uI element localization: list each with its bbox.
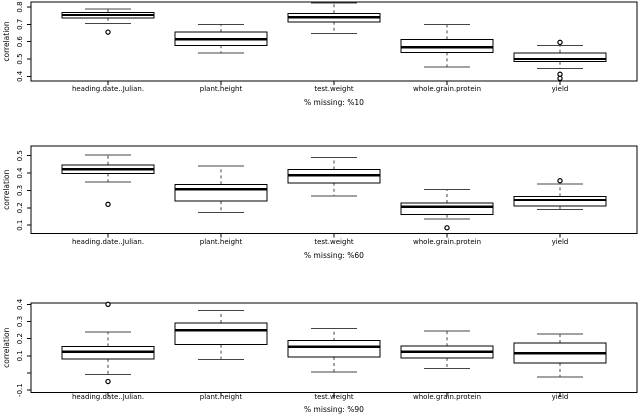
y-tick-label: 0.3	[16, 316, 24, 327]
outlier-point	[557, 178, 563, 184]
iqr-box	[174, 183, 268, 202]
x-tick-label: heading.date..Julian.	[72, 393, 144, 401]
x-tick-label: yield	[552, 393, 569, 401]
box-test-weight	[287, 2, 381, 34]
box-heading-date-Julian-	[61, 301, 155, 385]
box-plant-height	[174, 309, 268, 361]
x-tick-label: whole.grain.protein	[413, 238, 481, 246]
y-tick-label: -0.1	[16, 383, 24, 397]
y-tick-label: 0.3	[16, 185, 24, 196]
y-tick-label: 0.2	[16, 333, 24, 344]
boxplot-panel-1: 0.4 0.5 0.6 0.7 0.8 correlation heading.date..…	[2, 1, 638, 107]
box-plant-height	[174, 23, 268, 54]
box-whole-grain-protein	[400, 189, 494, 231]
x-axis-title: % missing: %90	[304, 405, 364, 414]
iqr-box	[174, 322, 268, 346]
box-yield	[513, 178, 607, 211]
boxplot-panel-2: 0.1 0.2 0.3 0.4 0.5 correlation heading.date..…	[2, 145, 638, 260]
x-tick-label: plant.height	[200, 393, 243, 401]
box-test-weight	[287, 156, 381, 197]
box-yield	[513, 39, 607, 82]
outlier-point	[105, 378, 111, 385]
x-tick-label: plant.height	[200, 238, 243, 246]
x-tick-label: test.weight	[314, 85, 354, 93]
iqr-box	[287, 340, 381, 358]
box-whole-grain-protein	[400, 330, 494, 370]
iqr-box	[400, 38, 494, 53]
x-tick-label: heading.date..Julian.	[72, 85, 144, 93]
x-axis-title: % missing: %10	[304, 98, 364, 107]
box-heading-date-Julian-	[61, 8, 155, 35]
outlier-point	[557, 75, 563, 82]
y-tick-label: 0.4	[16, 298, 24, 310]
outlier-point	[557, 39, 563, 46]
outlier-point	[105, 29, 111, 35]
box-heading-date-Julian-	[61, 154, 155, 208]
box-yield	[513, 333, 607, 378]
y-tick-label: 0.4	[16, 70, 24, 82]
box-test-weight	[287, 328, 381, 373]
iqr-box	[400, 202, 494, 216]
iqr-box	[513, 52, 607, 63]
x-tick-label: whole.grain.protein	[413, 393, 481, 401]
y-tick-label: 0.5	[16, 53, 24, 64]
x-tick-label: test.weight	[314, 393, 354, 401]
boxplot-panel-3: -0.1 0.1 0.2 0.3 0.4 correlation heading.date.…	[2, 298, 638, 414]
x-tick-label: yield	[552, 85, 569, 93]
x-tick-label: yield	[552, 238, 569, 246]
x-tick-label: test.weight	[314, 238, 354, 246]
y-tick-label: 0.8	[16, 1, 24, 12]
x-axis-title: % missing: %60	[304, 251, 364, 260]
y-tick-label: 0.7	[16, 19, 24, 30]
outlier-point	[444, 225, 450, 231]
y-tick-label: 0.1	[16, 350, 24, 361]
y-tick-label: 0.6	[16, 36, 24, 48]
y-axis-title: correlation	[2, 21, 11, 61]
y-tick-label: 0.5	[16, 150, 24, 161]
y-tick-label: 0.2	[16, 202, 24, 213]
y-axis-title: correlation	[2, 327, 11, 367]
iqr-box	[513, 195, 607, 207]
y-axis-title: correlation	[2, 169, 11, 209]
outlier-point	[105, 201, 111, 208]
x-tick-label: whole.grain.protein	[413, 85, 481, 93]
box-plant-height	[174, 165, 268, 213]
y-tick-label: 0.4	[16, 167, 24, 179]
y-tick-label: 0.1	[16, 220, 24, 231]
box-whole-grain-protein	[400, 24, 494, 68]
x-tick-label: heading.date..Julian.	[72, 238, 144, 246]
x-tick-label: plant.height	[200, 85, 243, 93]
outlier-point	[105, 301, 111, 308]
